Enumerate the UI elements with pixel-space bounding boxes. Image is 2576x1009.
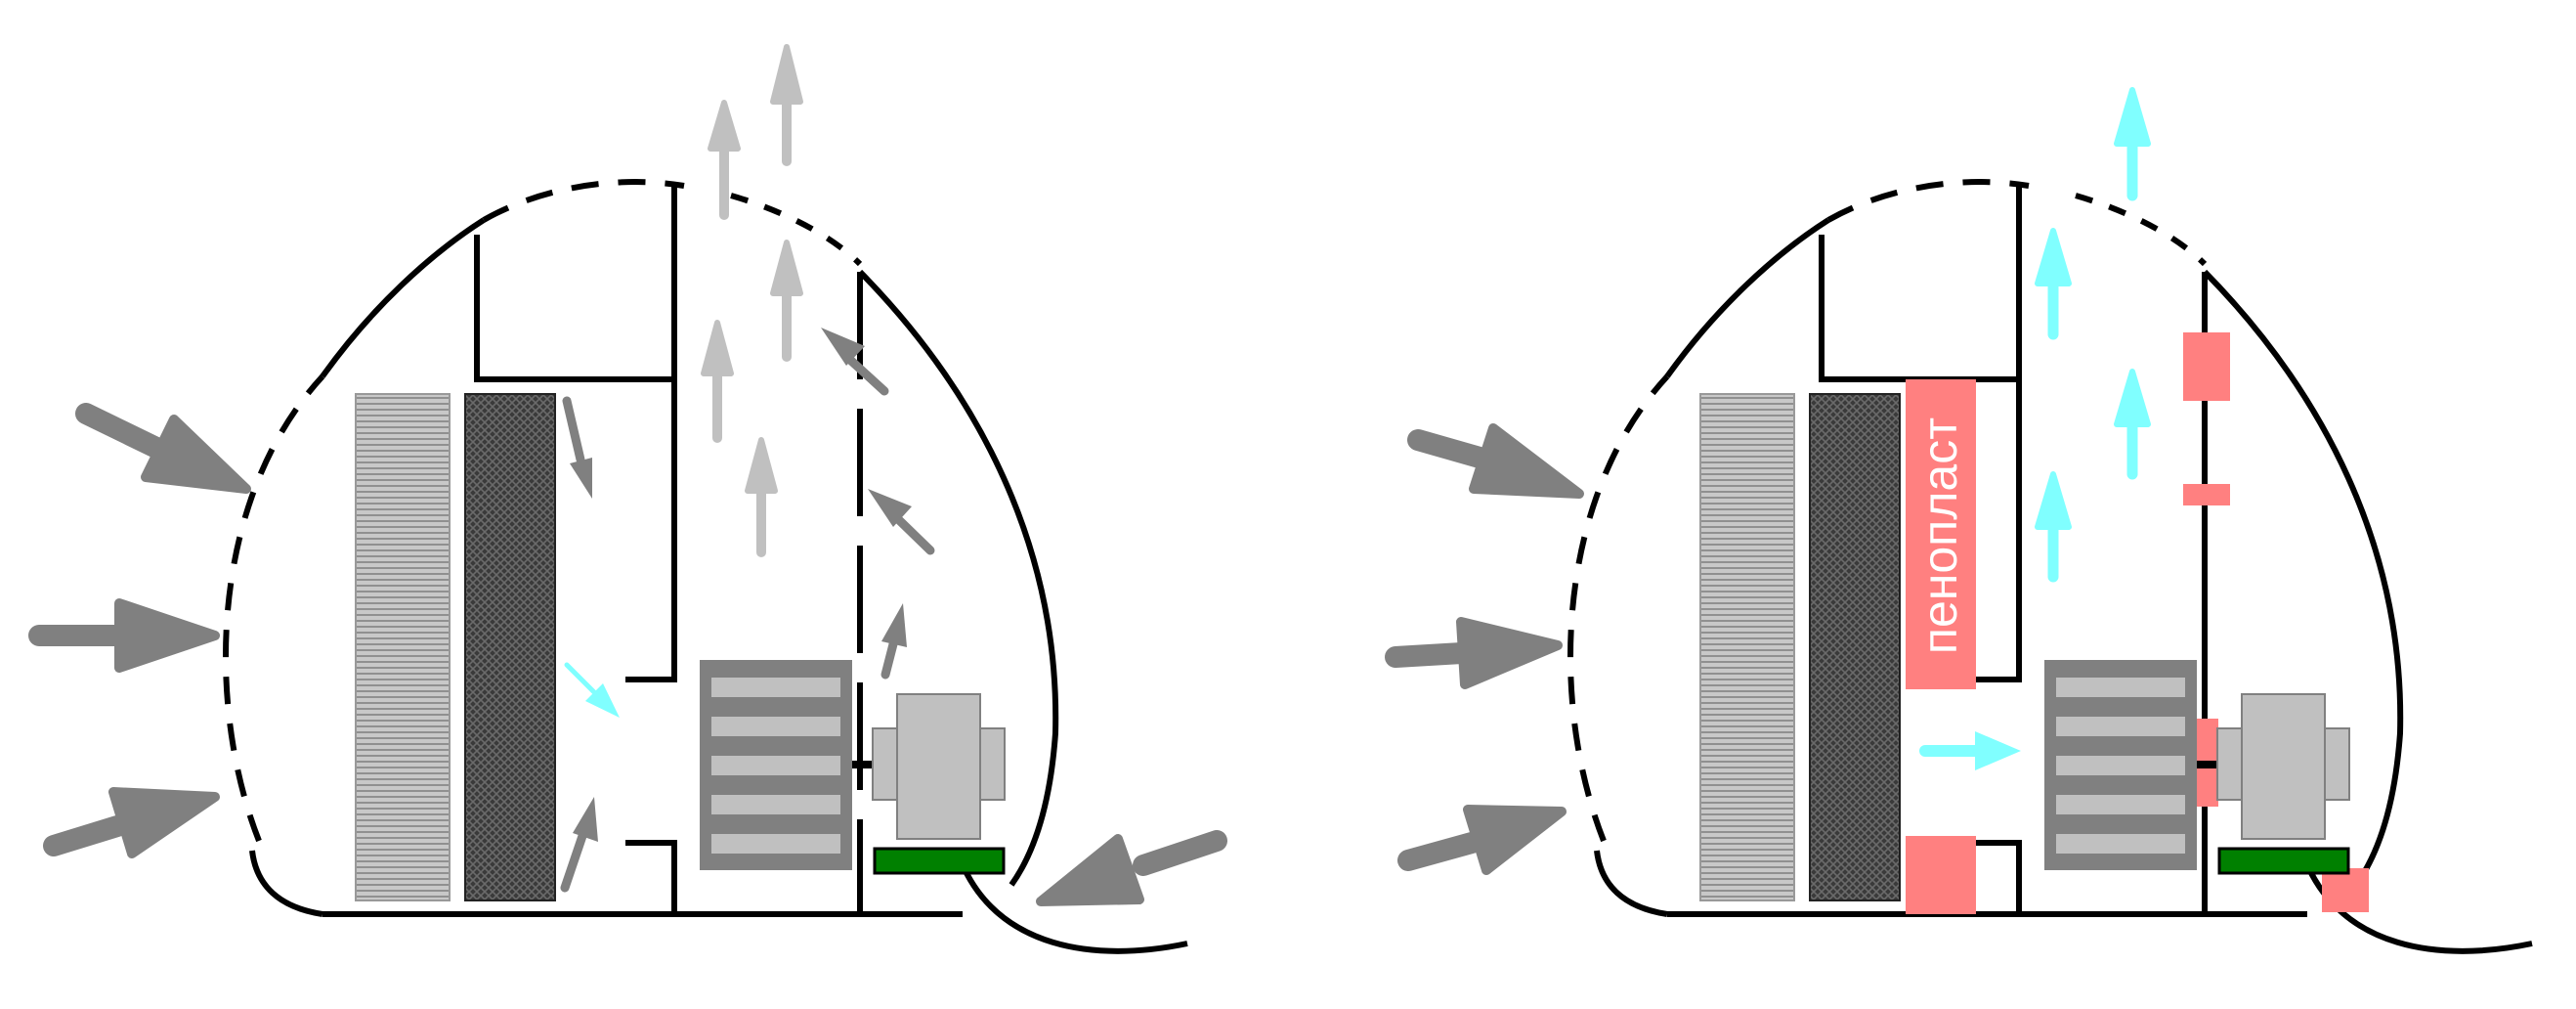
foam-vent-plug (2183, 484, 2230, 505)
housing-upper-arc (1664, 217, 1830, 378)
foam-cord-seal (2322, 868, 2369, 912)
cool-air-arrow (1919, 731, 2021, 770)
flow-arrow-small (821, 328, 889, 396)
top-chamber-wall (1819, 235, 2019, 382)
motor (872, 693, 1006, 840)
motor (2216, 693, 2350, 840)
exhaust-arrow (701, 320, 734, 443)
cool-exhaust-arrow (2035, 228, 2072, 340)
housing-top-vent-left (1826, 179, 2030, 223)
foam-inserts (1906, 332, 2369, 914)
housing-top-vent-right (730, 193, 863, 267)
housing-outline (223, 179, 1188, 954)
intake-arrows (28, 403, 1227, 906)
housing-top-vent-right (2075, 193, 2208, 267)
panel-original (28, 44, 1227, 954)
center-duct-wall-lower (1970, 840, 2022, 914)
flow-arrow (1036, 830, 1227, 906)
prefilter (1699, 393, 1795, 901)
cool-air-arrow-small (564, 662, 620, 718)
housing-right-arc (2202, 269, 2404, 887)
housing-intake-vent (1567, 373, 1670, 843)
exhaust-arrow (745, 437, 778, 557)
exhaust-arrows (2035, 87, 2151, 583)
top-chamber-wall (474, 235, 674, 382)
cool-exhaust-arrow (2114, 87, 2151, 201)
cord (958, 858, 1188, 954)
center-duct-wall-upper (625, 186, 677, 682)
flow-arrow (1407, 423, 1584, 499)
center-duct-wall-lower (625, 840, 677, 914)
flow-arrow (28, 598, 220, 673)
housing-lower-arc (249, 850, 323, 917)
housing-top-vent-left (482, 179, 685, 223)
exhaust-arrow (770, 44, 803, 166)
housing-intake-vent (223, 373, 325, 843)
flow-arrow (1385, 617, 1563, 689)
carbon-filter (1809, 393, 1901, 901)
circuit-board (873, 847, 1006, 875)
foam-block-lower (1906, 836, 1976, 914)
housing-outline (1567, 179, 2533, 954)
prefilter (355, 393, 451, 901)
foam-vent-plug (2183, 332, 2230, 401)
housing-lower-arc (1594, 850, 1668, 917)
foam-label: пенопласт (1912, 417, 1967, 654)
flow-arrow (1397, 805, 1567, 875)
foam-block-upper (1906, 379, 1976, 689)
fan-unit (700, 660, 852, 870)
panel-modified: пенопласт (1385, 87, 2533, 954)
recirculation-arrows (560, 328, 935, 893)
flow-arrow-small (880, 603, 907, 680)
flow-arrow-small (562, 396, 592, 499)
exhaust-arrow (708, 100, 741, 220)
flow-arrow-small (560, 797, 598, 893)
flow-arrow (43, 787, 220, 858)
flow-arrow-small (868, 489, 935, 555)
internal-walls (474, 186, 863, 914)
flow-arrow (75, 403, 251, 494)
center-duct-wall-upper (1970, 186, 2022, 682)
fan-unit (2044, 660, 2197, 870)
cool-exhaust-arrow (2035, 471, 2072, 583)
housing-upper-arc (320, 217, 486, 378)
cool-exhaust-arrow (2114, 369, 2151, 480)
intake-arrows (1385, 423, 1584, 875)
exhaust-arrow (770, 240, 803, 362)
exhaust-arrows (701, 44, 803, 557)
circuit-board (2217, 847, 2350, 875)
carbon-filter (464, 393, 556, 901)
housing-right-arc (857, 269, 1059, 887)
